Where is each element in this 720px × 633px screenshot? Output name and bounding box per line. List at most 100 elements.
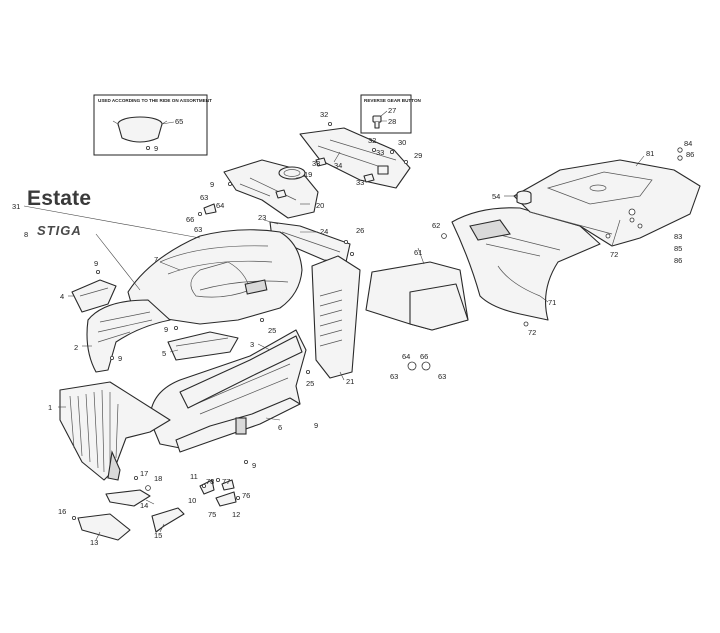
callout-66a: 66: [186, 215, 194, 224]
bracket-14: [105, 489, 151, 507]
callout-86b: 86: [674, 256, 682, 265]
callout-77: 77: [222, 477, 230, 486]
callout-7: 7: [154, 255, 158, 264]
screw-16-icon: [72, 516, 77, 521]
callout-30: 30: [398, 138, 406, 147]
callout-86a: 86: [686, 150, 694, 159]
callout-64b: 64: [402, 352, 410, 361]
clip-33b-icon: [363, 173, 375, 183]
callout-10: 10: [188, 496, 196, 505]
reverse-gear-inset: REVERSE GEAR BUTTON 27 28: [360, 94, 422, 134]
washer-86-icon: [677, 155, 683, 161]
callout-14: 14: [140, 501, 148, 510]
callout-9c: 9: [210, 180, 214, 189]
callout-33b: 33: [312, 159, 320, 168]
screw-25b-icon: [305, 369, 310, 374]
screw-72a-icon: [605, 233, 611, 239]
callout-64a: 64: [216, 201, 224, 210]
callout-25a: 25: [268, 326, 276, 335]
screw-62-icon: [441, 233, 447, 239]
bracket-15: [151, 507, 185, 533]
callout-27: 27: [388, 106, 396, 115]
screw-32b-icon: [371, 147, 376, 152]
assortment-inset: USED ACCORDING TO THE RIDE ON ASSORTMENT…: [93, 94, 212, 156]
callout-11: 11: [190, 472, 198, 481]
screw-77-icon: [215, 477, 220, 482]
screw-9e-icon: [110, 355, 115, 360]
screw-9b-icon: [96, 269, 101, 274]
callout-65: 65: [175, 117, 183, 126]
screw-25a-icon: [259, 317, 264, 322]
callout-33a: 33: [376, 148, 384, 157]
side-panel-4: [71, 279, 117, 313]
fuel-cap-54: [516, 190, 532, 205]
callout-85: 85: [674, 244, 682, 253]
clip-64-icon: [407, 361, 417, 371]
callout-75: 75: [208, 510, 216, 519]
callout-9e: 9: [118, 354, 122, 363]
callout-2: 2: [74, 343, 78, 352]
callout-9f: 9: [252, 461, 256, 470]
screw-72b-icon: [523, 321, 529, 327]
screw-9c-icon: [227, 181, 232, 186]
side-grill-2: [86, 299, 171, 373]
callout-numbers: 31 8 7 9 4 2 9 1 9 5 3 25 6 9 9 25 21 9 …: [12, 110, 694, 547]
callout-61: 61: [414, 248, 422, 257]
callout-20: 20: [316, 201, 324, 210]
callout-21: 21: [346, 377, 354, 386]
assortment-caption: USED ACCORDING TO THE RIDE ON ASSORTMENT: [98, 98, 212, 103]
callout-72b: 72: [528, 328, 536, 337]
callout-29: 29: [414, 151, 422, 160]
clip-18-icon: [145, 485, 151, 491]
leader-lines: [23, 151, 645, 541]
callout-8: 8: [24, 230, 28, 239]
callout-66b: 66: [420, 352, 428, 361]
bolt-83-icon: [628, 208, 636, 216]
tunnel-21: [311, 255, 361, 379]
callout-63c: 63: [390, 372, 398, 381]
callout-17: 17: [140, 469, 148, 478]
fixings-group-10-12: [199, 479, 237, 507]
callout-83: 83: [674, 232, 682, 241]
screw-26b-icon: [349, 251, 354, 256]
hood-7: [127, 229, 303, 325]
callout-25b: 25: [306, 379, 314, 388]
callout-13: 13: [90, 538, 98, 547]
washer-85-icon: [629, 217, 635, 223]
brand-estate-wordmark: Estate: [27, 187, 92, 210]
callout-9b: 9: [94, 259, 98, 268]
front-grille-1: [59, 381, 171, 481]
bolt-84-icon: [677, 147, 683, 153]
screw-32a-icon: [327, 122, 332, 127]
callout-12: 12: [232, 510, 240, 519]
side-rail-3: [179, 335, 303, 409]
callout-84: 84: [684, 139, 692, 148]
reverse-button-icon: [372, 115, 382, 123]
callout-5: 5: [162, 349, 166, 358]
callout-26: 26: [356, 226, 364, 235]
callout-63a: 63: [200, 193, 208, 202]
screw-29-icon: [403, 159, 408, 164]
callout-63d: 63: [438, 372, 446, 381]
callout-23: 23: [258, 213, 266, 222]
callout-9a: 9: [154, 144, 158, 153]
upper-console-34: [299, 127, 411, 189]
clip-64a-icon: [203, 203, 217, 215]
callout-71: 71: [548, 298, 556, 307]
callout-24: 24: [320, 227, 328, 236]
nut-86-icon: [637, 223, 643, 229]
dash-panel-20: [223, 159, 319, 219]
clip-66-icon: [421, 361, 431, 371]
callout-32b: 32: [368, 136, 376, 145]
part-65-cup-holder: [112, 116, 168, 143]
callout-3: 3: [250, 340, 254, 349]
callout-62: 62: [432, 221, 440, 230]
clip-19-icon: [275, 189, 287, 199]
callout-28: 28: [388, 117, 396, 126]
screw-30-icon: [389, 149, 394, 154]
screw-icon: [145, 145, 150, 150]
hardware-icons: [72, 122, 683, 521]
callout-81: 81: [646, 149, 654, 158]
rear-fender-71: [451, 207, 601, 321]
